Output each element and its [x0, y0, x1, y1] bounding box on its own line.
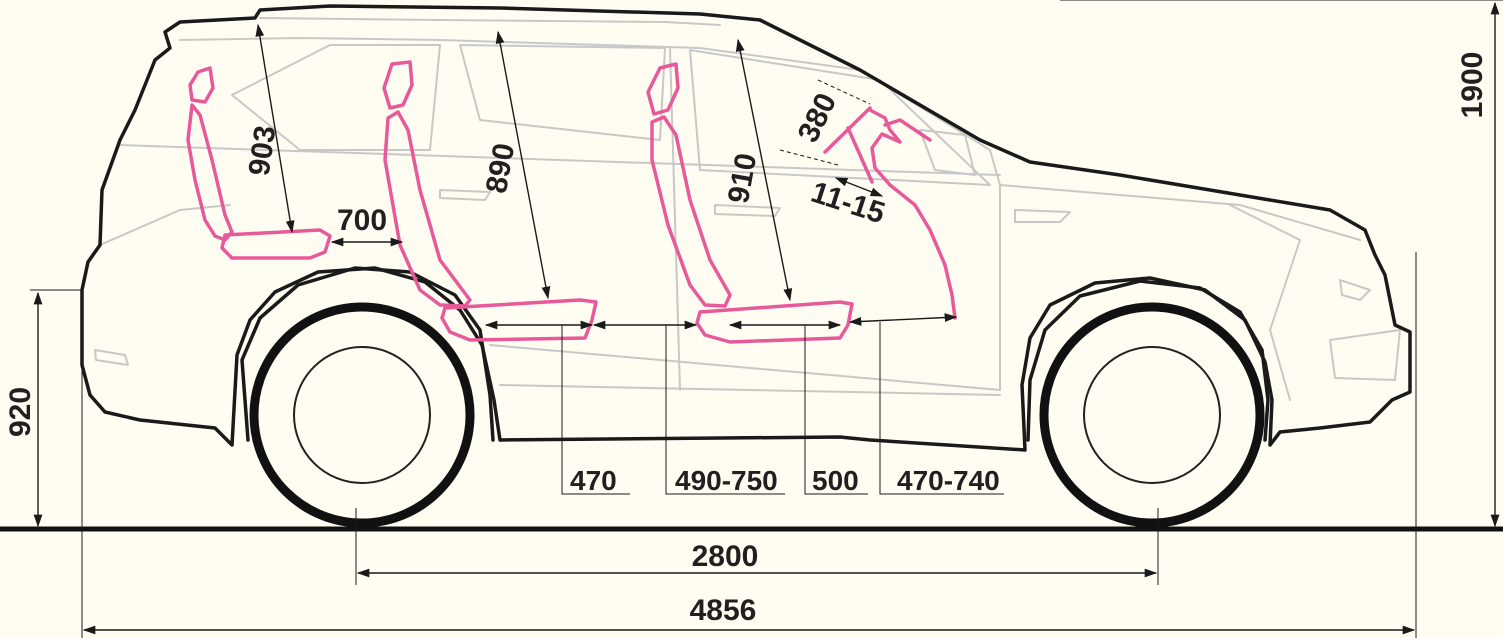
steering-and-pedal	[823, 106, 957, 320]
wheelbase-label: 2800	[692, 540, 759, 573]
front-wheel	[1039, 302, 1265, 528]
front-seat	[646, 62, 854, 344]
front-cushion-label: 500	[812, 465, 859, 496]
steering-adjust-label: 11-15	[807, 176, 889, 231]
second-row-seat	[382, 60, 598, 342]
front-wheel-arch	[1026, 279, 1270, 442]
third-row-legroom-label: 700	[337, 204, 387, 237]
front-legroom-label: 470-740	[897, 465, 1000, 496]
second-row-legroom-label: 490-750	[675, 465, 778, 496]
front-headroom-label: 910	[722, 151, 763, 206]
rear-wheel-arch	[240, 266, 495, 442]
overall-length-label: 4856	[690, 594, 757, 627]
dimension-lines	[30, 0, 1503, 638]
second-row-headroom-label: 890	[480, 141, 521, 196]
steering-wheel-label: 380	[792, 88, 844, 147]
rear-wheel	[249, 302, 475, 528]
second-row-cushion-label: 470	[570, 465, 617, 496]
third-row-seat	[186, 66, 332, 260]
third-row-headroom-label: 903	[243, 124, 283, 178]
overall-height-label: 1900	[1456, 52, 1489, 119]
hip-height-label: 920	[4, 387, 37, 437]
vehicle-body-outline	[80, 4, 1412, 452]
